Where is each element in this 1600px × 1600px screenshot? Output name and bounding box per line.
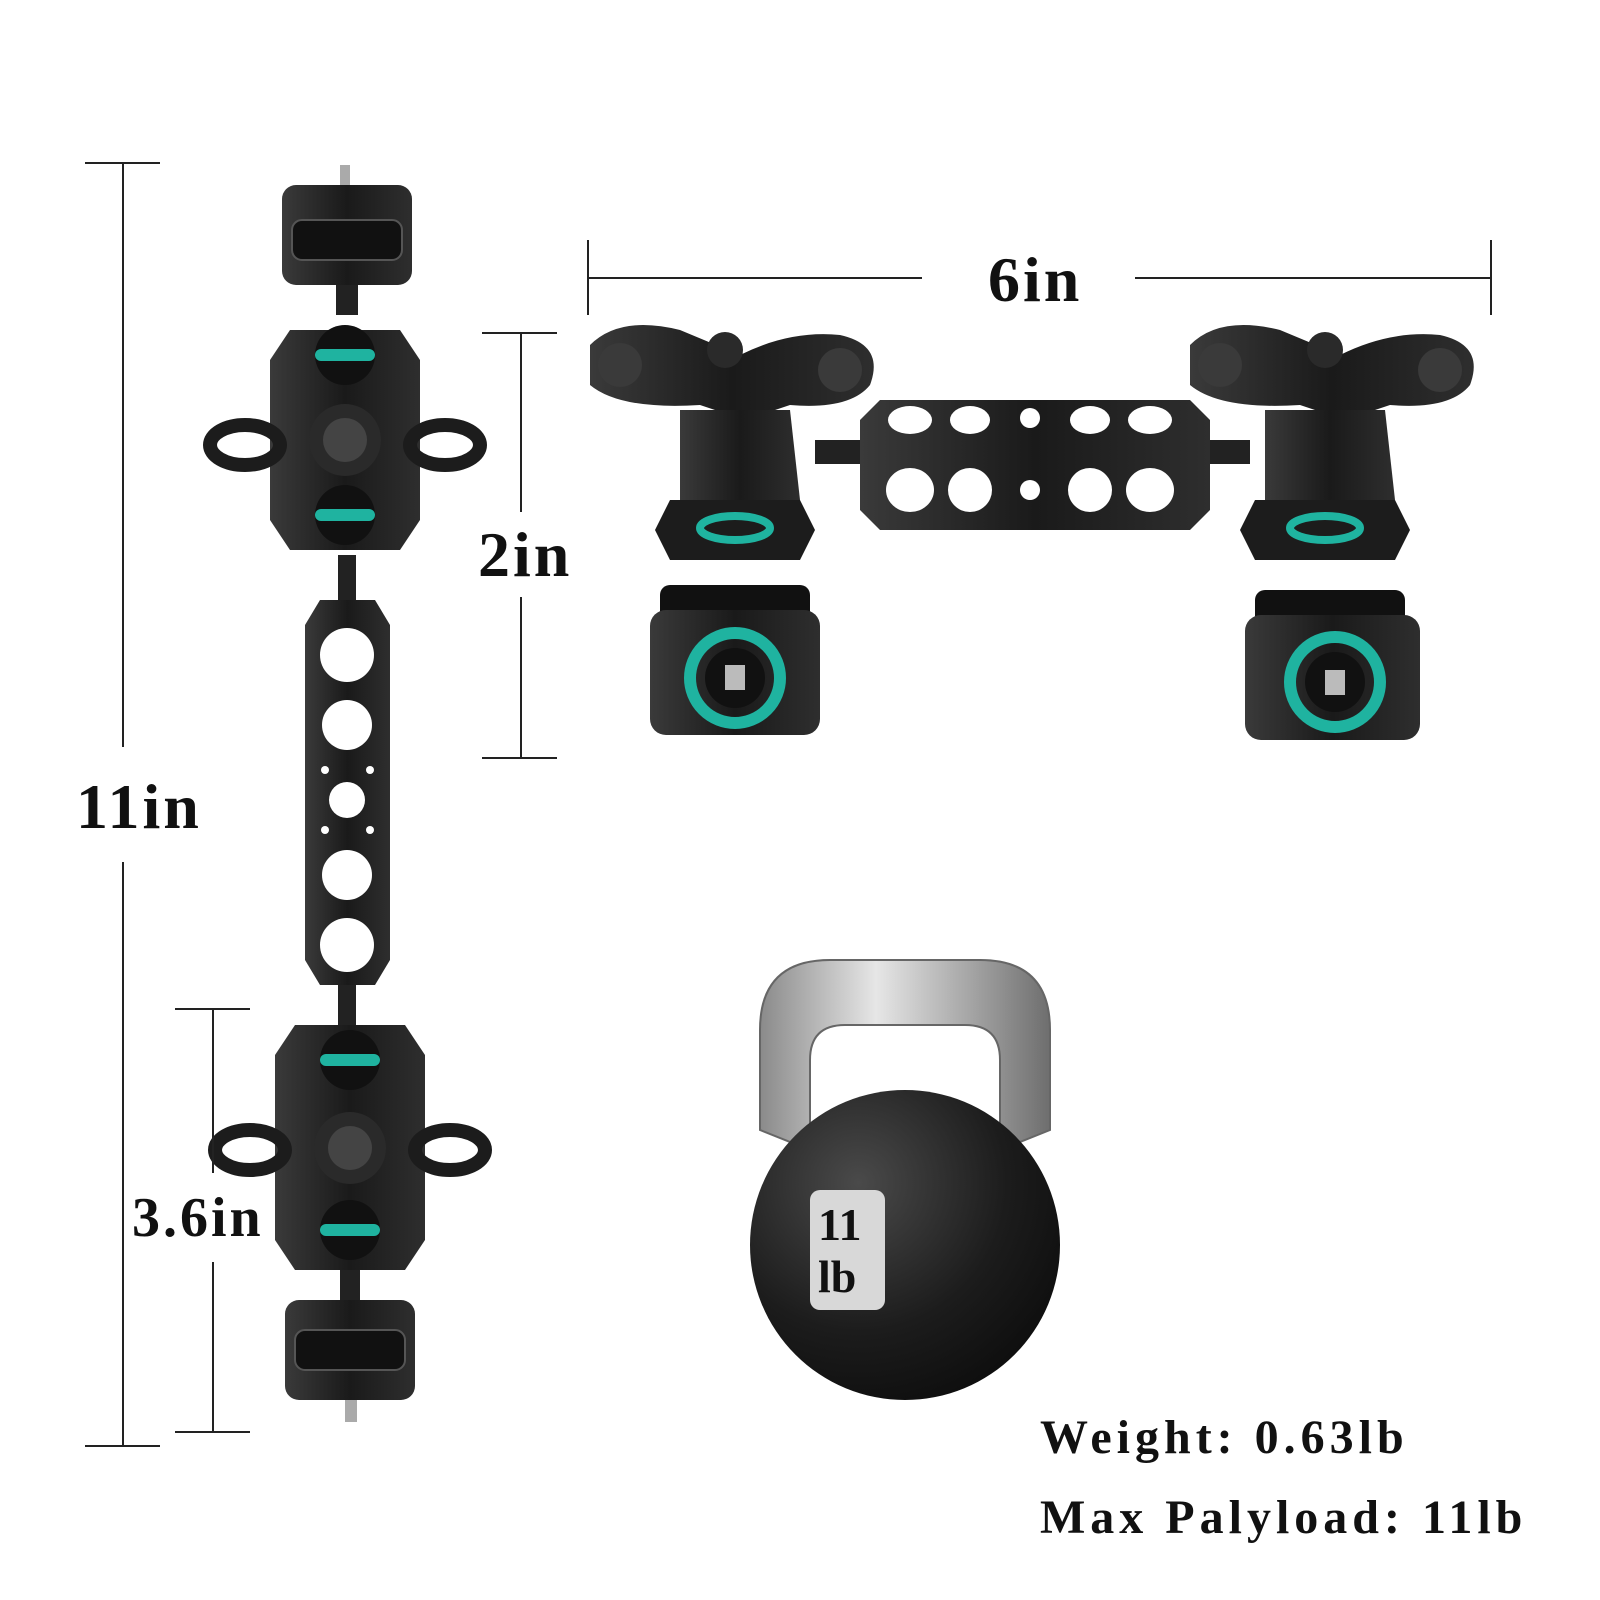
bottom-clamp: [208, 1025, 492, 1270]
kettlebell-icon: [750, 959, 1060, 1400]
spec-max-payload: Max Palyload: 11lb: [1040, 1491, 1528, 1544]
dim-line-2in-bottom-tick: [482, 757, 557, 759]
vertical-cheese-plate: [305, 600, 390, 985]
horizontal-arm: [590, 325, 1474, 740]
dim-line-6in-right-tick: [1490, 240, 1492, 315]
dimension-label-width: 6in: [988, 244, 1083, 315]
dim-line-2in-top-tick: [482, 332, 557, 334]
dim-line-3.6in-lower: [212, 1262, 214, 1431]
bottom-shoe-mount: [285, 1300, 415, 1422]
kettlebell-weight-line1: 11: [818, 1199, 862, 1250]
dim-line-6in-right: [1135, 277, 1490, 279]
left-wing-knob: [590, 325, 874, 735]
vertical-arm: [203, 165, 492, 1422]
dim-line-3.6in-upper: [212, 1008, 214, 1173]
dimension-label-segment-length: 3.6in: [132, 1187, 264, 1249]
dimension-label-total-length: 11in: [76, 771, 202, 842]
dimension-label-height: 2in: [478, 519, 573, 590]
dim-line-2in-upper: [520, 332, 522, 512]
dim-line-11in-upper: [122, 162, 124, 747]
dim-line-3.6in-bottom-tick: [175, 1431, 250, 1433]
dim-line-11in-bottom-tick: [85, 1445, 160, 1447]
dim-line-6in-left: [587, 277, 922, 279]
right-wing-knob: [1190, 325, 1474, 740]
spec-weight: Weight: 0.63lb: [1040, 1411, 1409, 1464]
top-clamp: [203, 325, 487, 550]
kettlebell-weight-line2: lb: [818, 1251, 857, 1302]
horizontal-cheese-plate: [815, 400, 1250, 530]
dim-line-11in-lower: [122, 862, 124, 1445]
top-shoe-mount: [282, 165, 412, 315]
dim-line-2in-lower: [520, 597, 522, 757]
